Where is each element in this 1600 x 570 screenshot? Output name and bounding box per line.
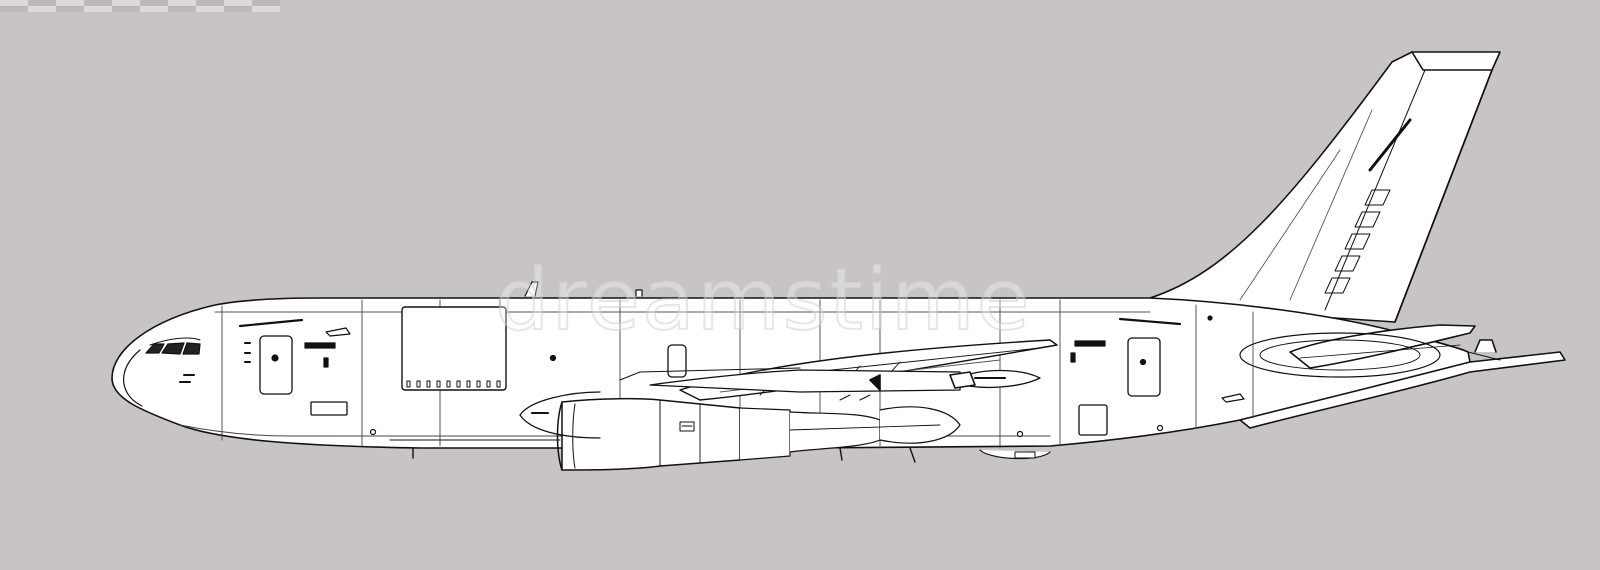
horizontal-stabilizer	[1239, 324, 1476, 378]
aft-door	[1127, 337, 1161, 397]
doors	[259, 335, 1161, 436]
overwing-exit	[667, 344, 687, 378]
forward-door	[259, 335, 293, 395]
checker-strip	[0, 0, 280, 12]
service-hatch	[1078, 404, 1108, 436]
vertical-stabilizer	[1149, 51, 1501, 323]
tail-cone-and-boom	[1239, 339, 1566, 429]
engine-nacelle	[519, 367, 976, 471]
cockpit-windows	[145, 337, 201, 355]
main-cargo-door	[401, 306, 507, 391]
fuselage-details	[179, 281, 1245, 463]
access-panel	[310, 401, 348, 416]
